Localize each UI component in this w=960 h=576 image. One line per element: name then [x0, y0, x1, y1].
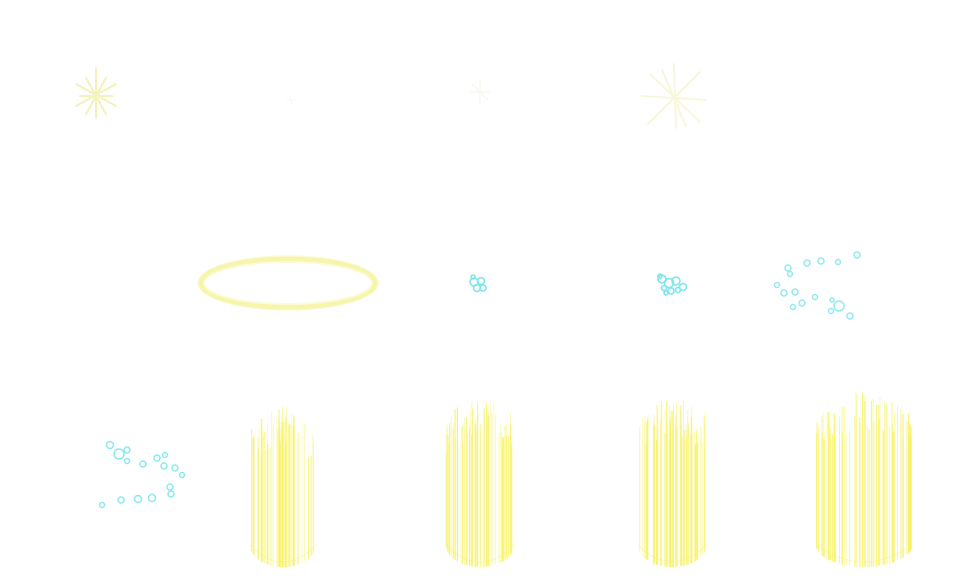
frame-pillar-3: [576, 384, 768, 576]
light-pillar-icon: [815, 391, 913, 567]
frame-bubbles-2: [576, 192, 768, 384]
frame-bubbles-1: [384, 192, 576, 384]
bubble-cluster-icon: [469, 274, 487, 293]
sparkle-icon: [470, 80, 490, 104]
frame-sparkle-3: [384, 0, 576, 192]
sparkle-icon: [286, 95, 296, 105]
sparkle-icon: [75, 67, 117, 119]
light-pillar-icon: [249, 406, 317, 567]
frame-bubbles-3: [768, 192, 960, 384]
frame-empty-1: [768, 0, 960, 192]
bubble-cluster-icon: [657, 273, 688, 296]
light-pillar-icon: [445, 400, 515, 567]
sparkle-icon: [641, 63, 707, 129]
bubble-scatter-icon: [98, 440, 186, 509]
frame-empty-2: [0, 192, 192, 384]
frame-sparkle-1: [0, 0, 192, 192]
frame-sparkle-4: [576, 0, 768, 192]
bubble-scatter-icon: [773, 251, 861, 320]
frame-bubbles-4: [0, 384, 192, 576]
frame-pillar-4: [768, 384, 960, 576]
pillar-base: [249, 544, 317, 563]
pillar-base: [637, 544, 707, 563]
light-pillar-icon: [637, 399, 707, 567]
pillar-base: [815, 544, 913, 563]
frame-sparkle-2: [192, 0, 384, 192]
pillar-base: [445, 544, 515, 563]
frame-pillar-1: [192, 384, 384, 576]
frame-ring: [192, 192, 384, 384]
frame-pillar-2: [384, 384, 576, 576]
halo-ring-icon: [197, 255, 379, 311]
